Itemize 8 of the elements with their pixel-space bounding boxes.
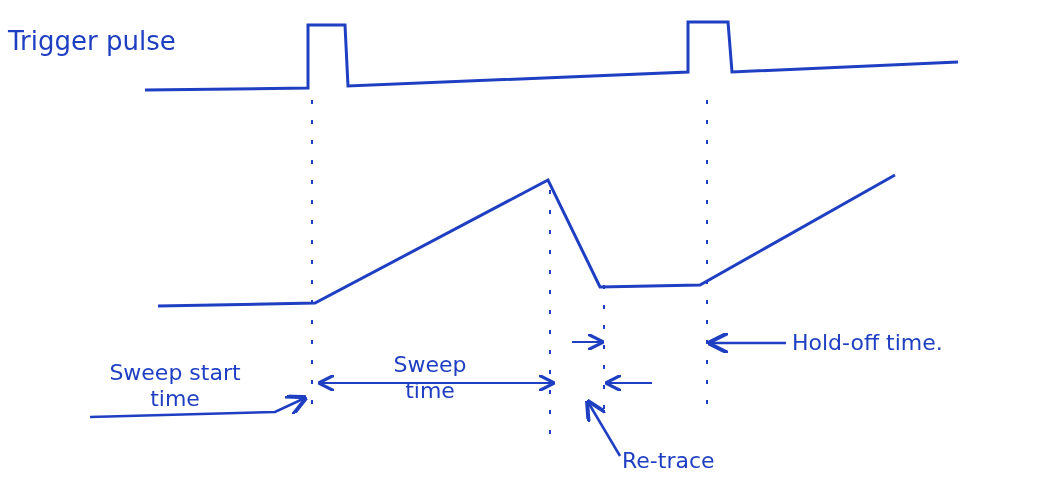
leader-line xyxy=(89,394,309,419)
dimension-label: Sweep time xyxy=(392,352,468,404)
annotation-text: Re-trace xyxy=(622,448,742,474)
annotation-text: Hold-off time. xyxy=(792,330,1032,356)
leader-line xyxy=(706,331,786,355)
leader-line xyxy=(585,398,622,457)
annotation-text: Sweep start time xyxy=(100,360,250,412)
signal-name: Trigger pulse xyxy=(8,28,177,54)
